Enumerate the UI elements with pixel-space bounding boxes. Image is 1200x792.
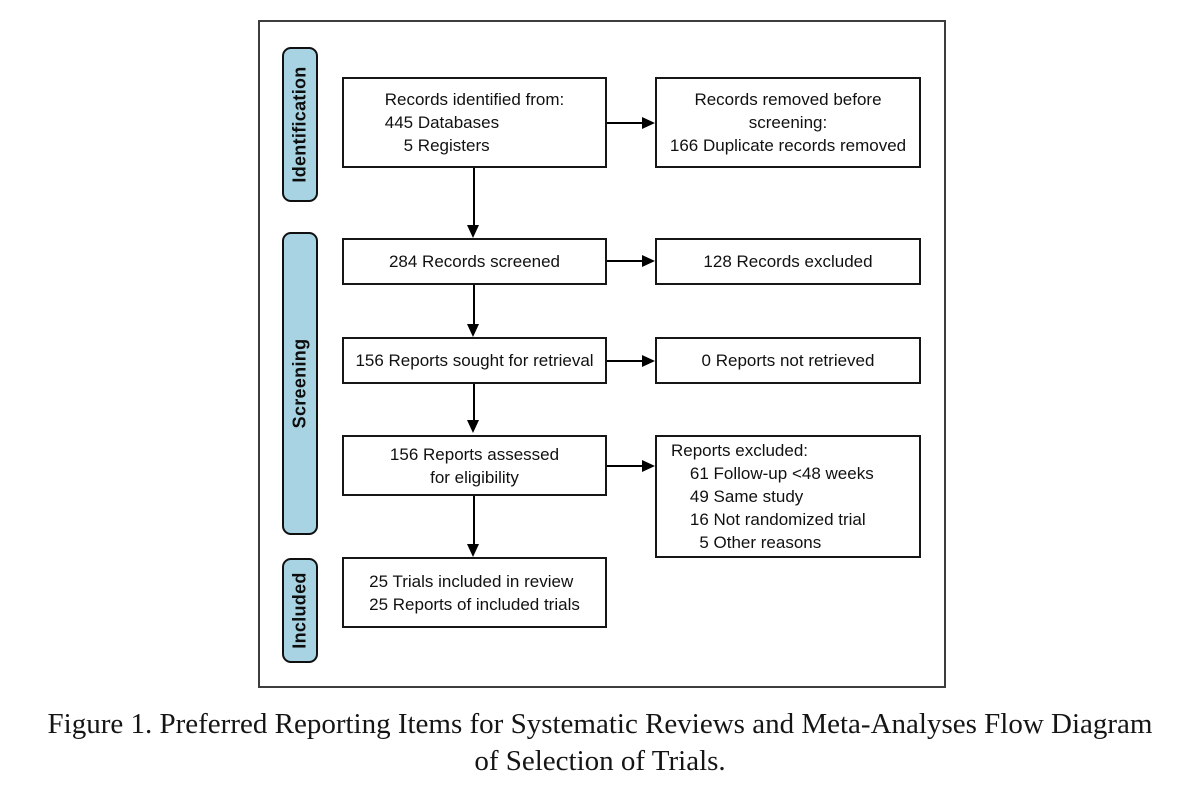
arrow-line [607,122,643,124]
caption-line-1: Figure 1. Preferred Reporting Items for … [47,708,1153,740]
arrow-line [473,496,475,545]
box-text: 156 Reports assessed for eligibility [390,443,559,489]
box-line: 25 Reports of included trials [369,594,580,614]
box-line: 5 Registers [384,136,490,155]
box-line: 128 Records excluded [703,252,873,271]
box-reports-sought: 156 Reports sought for retrieval [342,337,607,384]
box-records-identified: Records identified from: 445 Databases 5… [342,77,607,168]
arrow-head [642,355,655,367]
arrow-head [467,544,479,557]
arrow-line [607,360,643,362]
box-line: for eligibility [430,467,519,487]
box-reports-excluded: Reports excluded: 61 Follow-up <48 weeks… [655,435,921,558]
box-text: Records identified from: 445 Databases 5… [385,88,565,157]
stage-label-text: Screening [289,338,310,429]
box-text: Records removed before screening: 166 Du… [670,88,906,157]
box-trials-included: 25 Trials included in review 25 Reports … [342,557,607,628]
arrow-line [473,384,475,421]
arrow-line [473,285,475,325]
box-line: 445 Databases [384,113,500,132]
arrow-head [467,420,479,433]
box-line: Reports excluded: [671,441,809,460]
box-reports-assessed: 156 Reports assessed for eligibility [342,435,607,496]
box-line: 61 Follow-up <48 weeks [671,464,874,483]
box-line: 156 Reports assessed [389,444,560,464]
box-line: 16 Not randomized trial [671,510,866,529]
box-text: 128 Records excluded [703,250,872,273]
box-line: 25 Trials included in review [369,571,574,591]
stage-label-text: Identification [289,66,310,183]
box-line: 0 Reports not retrieved [701,351,875,370]
arrow-line [607,465,643,467]
stage-label-identification: Identification [282,47,318,202]
stage-label-text: Included [289,572,310,649]
arrow-head [642,117,655,129]
box-line: 284 Records screened [388,252,561,271]
box-line: 166 Duplicate records removed [669,136,907,155]
box-line: Records identified from: [384,90,565,109]
box-records-screened: 284 Records screened [342,238,607,285]
arrow-head [642,460,655,472]
stage-label-included: Included [282,558,318,663]
stage-label-screening: Screening [282,232,318,535]
arrow-line [607,260,643,262]
box-line: Records removed before [694,90,882,109]
box-line: 49 Same study [671,487,804,506]
box-line: screening: [748,113,828,132]
arrow-head [467,225,479,238]
box-text: Reports excluded: 61 Follow-up <48 weeks… [671,439,874,554]
box-text: 0 Reports not retrieved [702,349,875,372]
box-line: 156 Reports sought for retrieval [355,351,594,370]
box-line: 5 Other reasons [671,533,822,552]
box-text: 156 Reports sought for retrieval [355,349,593,372]
box-reports-not-retrieved: 0 Reports not retrieved [655,337,921,384]
caption-line-2: of Selection of Trials. [474,745,726,777]
figure-caption: Figure 1. Preferred Reporting Items for … [0,706,1200,780]
box-records-removed: Records removed before screening: 166 Du… [655,77,921,168]
arrow-head [467,324,479,337]
box-text: 25 Trials included in review 25 Reports … [369,570,580,616]
arrow-head [642,255,655,267]
box-records-excluded: 128 Records excluded [655,238,921,285]
box-text: 284 Records screened [389,250,560,273]
arrow-line [473,168,475,226]
